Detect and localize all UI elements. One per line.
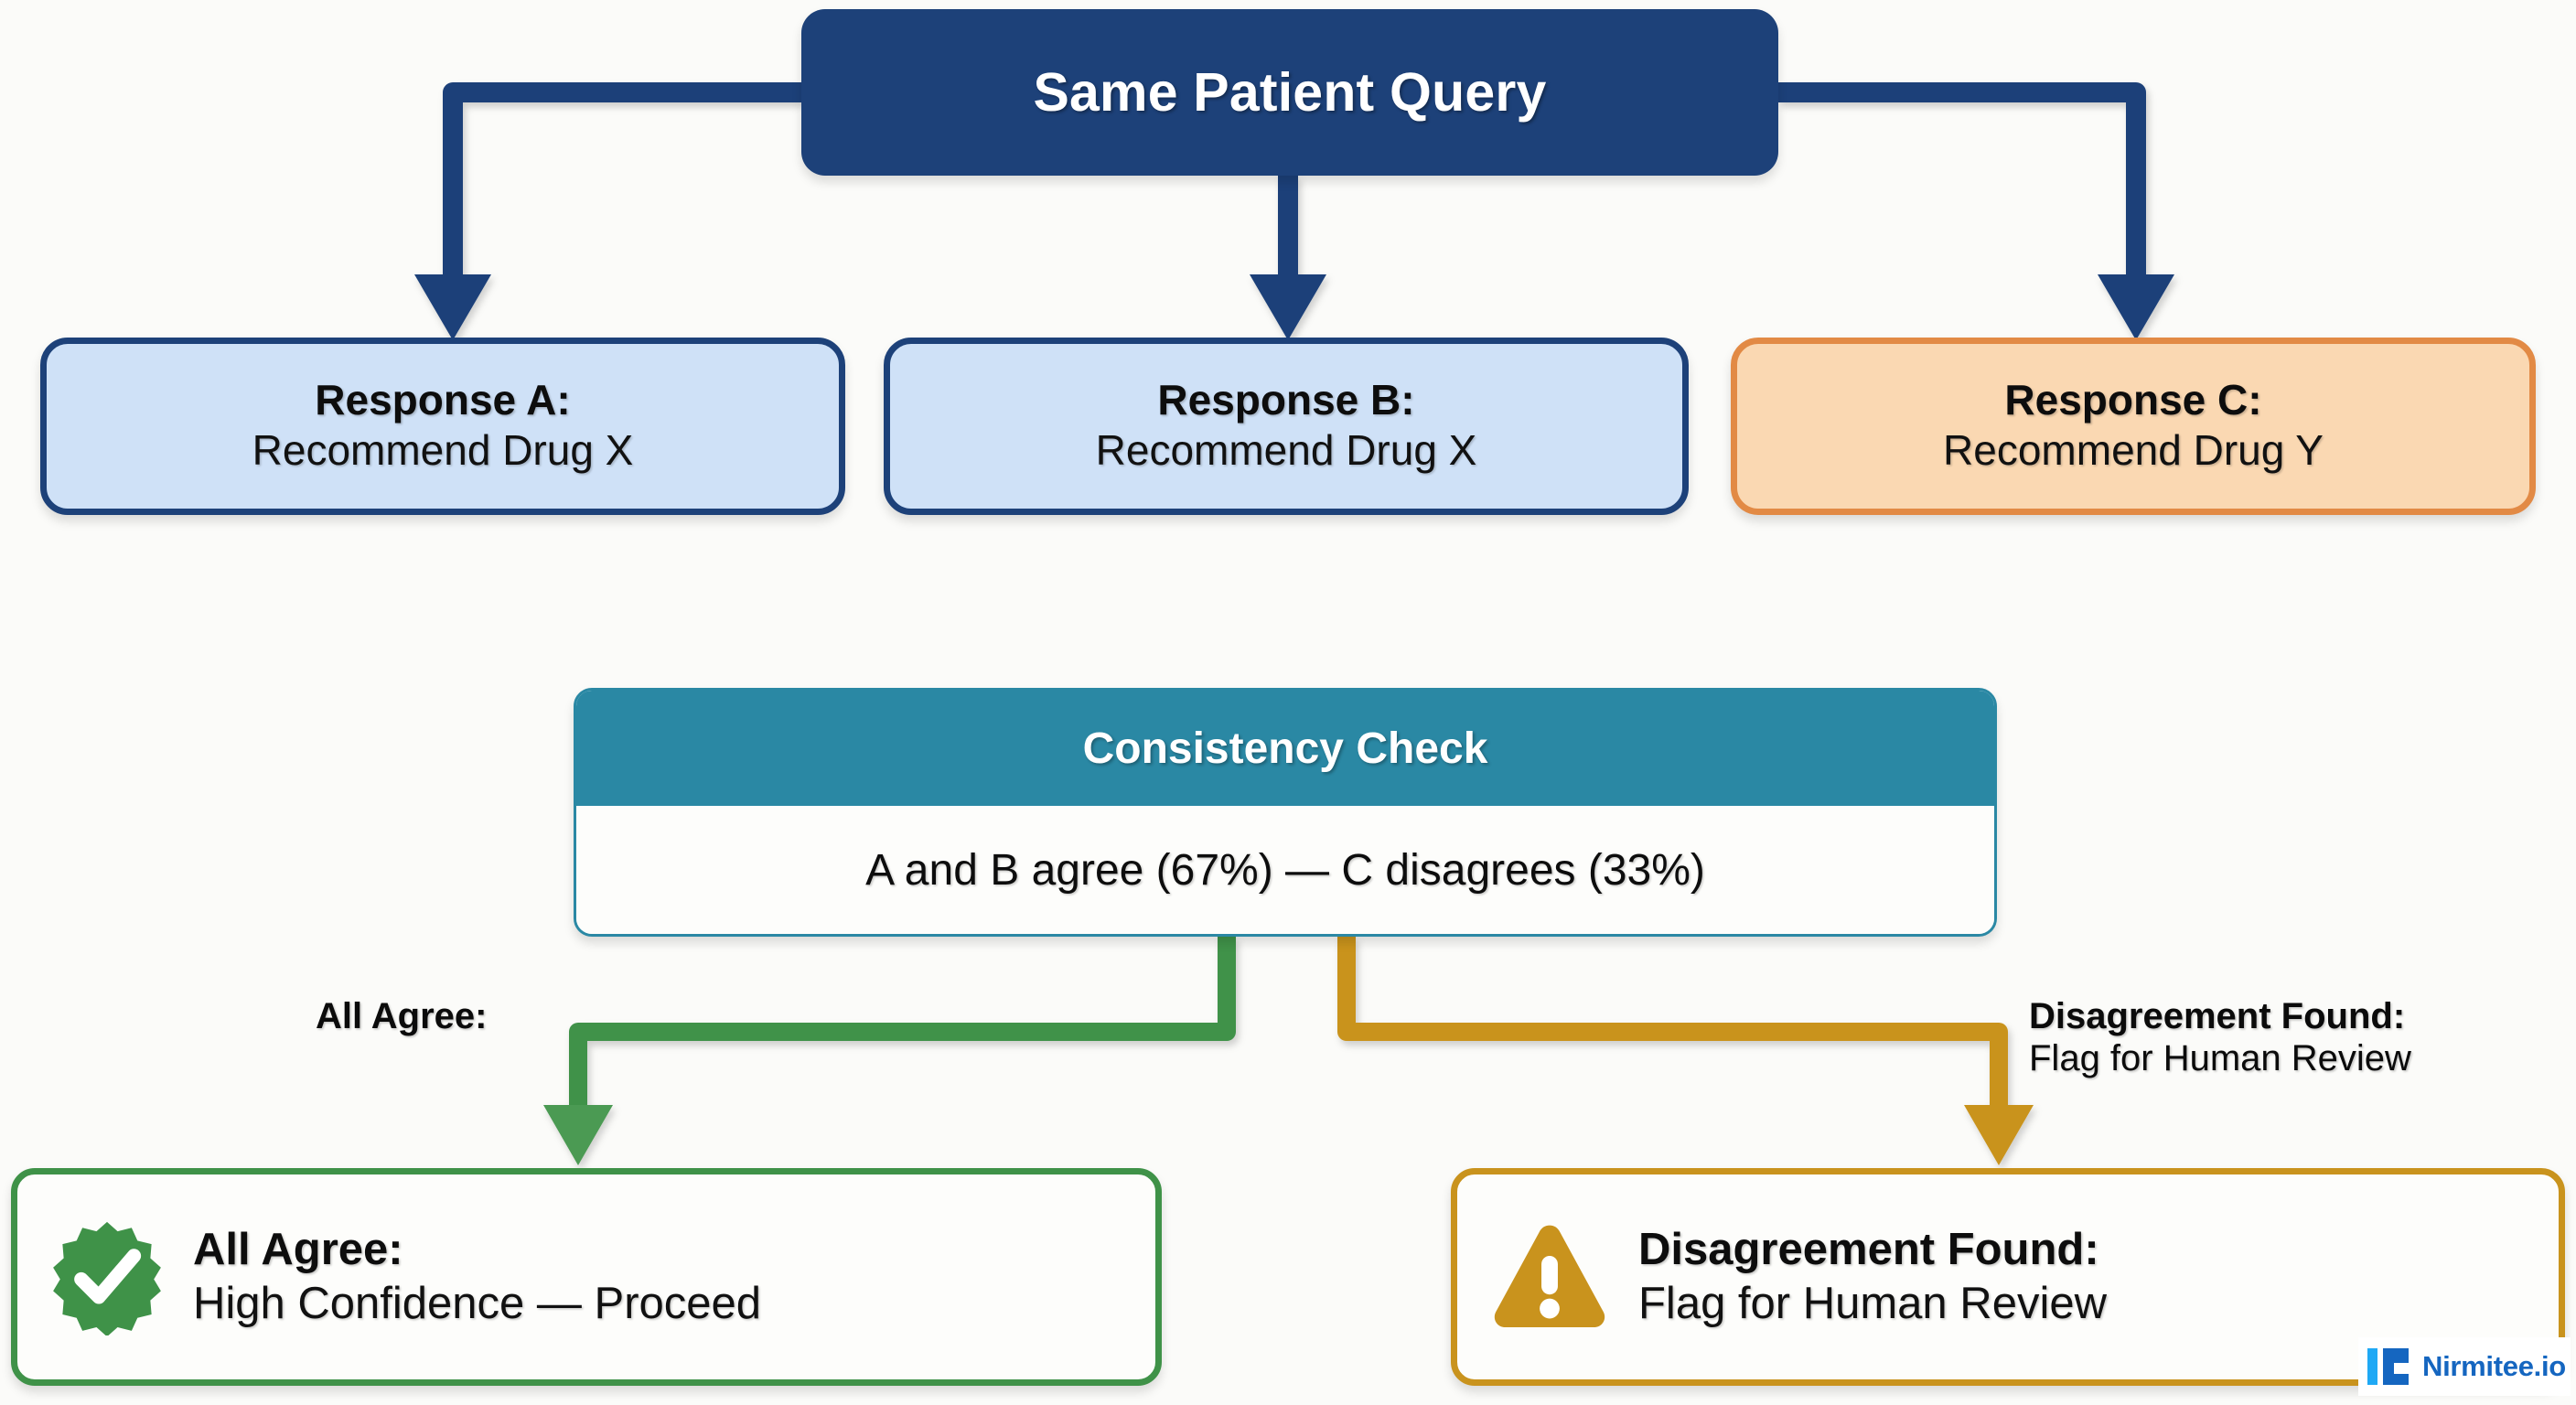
branch-label-all-agree-bold: All Agree:: [316, 996, 488, 1036]
response-c-title: Response C:: [2004, 376, 2262, 424]
outcome-disagreement-title: Disagreement Found:: [1638, 1224, 2099, 1274]
nirmitee-logo-icon: [2366, 1345, 2413, 1389]
root-node-label: Same Patient Query: [1033, 62, 1547, 123]
check-badge-icon: [48, 1218, 166, 1337]
connector-root-to-response-b: [1250, 176, 1326, 340]
consistency-check-node[interactable]: Consistency Check A and B agree (67%) — …: [574, 688, 1997, 937]
response-a-detail: Recommend Drug X: [252, 426, 634, 475]
outcome-all-agree-detail: High Confidence — Proceed: [193, 1278, 762, 1328]
branch-label-disagreement-rest: Flag for Human Review: [2029, 1038, 2411, 1079]
outcome-disagreement-detail: Flag for Human Review: [1638, 1278, 2107, 1328]
outcome-all-agree-title: All Agree:: [193, 1224, 403, 1274]
brand-name: Nirmitee.io: [2422, 1350, 2566, 1382]
outcome-node-all-agree[interactable]: All Agree: High Confidence — Proceed: [11, 1168, 1162, 1386]
connector-consistency-to-disagreement: [1337, 937, 2034, 1165]
response-node-b[interactable]: Response B: Recommend Drug X: [884, 338, 1689, 515]
response-node-a[interactable]: Response A: Recommend Drug X: [40, 338, 845, 515]
branch-label-disagreement-bold: Disagreement Found:: [2029, 996, 2406, 1036]
response-c-detail: Recommend Drug Y: [1943, 426, 2324, 475]
root-node-same-patient-query[interactable]: Same Patient Query: [801, 9, 1778, 176]
response-node-c[interactable]: Response C: Recommend Drug Y: [1731, 338, 2536, 515]
consistency-check-result: A and B agree (67%) — C disagrees (33%): [576, 806, 1994, 934]
connector-root-to-response-a: [414, 82, 801, 340]
consistency-check-header: Consistency Check: [576, 691, 1994, 806]
branch-label-disagreement: Disagreement Found: Flag for Human Revie…: [2029, 995, 2411, 1080]
branch-label-all-agree: All Agree:: [316, 995, 487, 1037]
connector-root-to-response-c: [1778, 82, 2174, 340]
warning-triangle-icon: [1488, 1218, 1611, 1335]
response-b-title: Response B:: [1157, 376, 1415, 424]
connector-consistency-to-all-agree: [543, 937, 1236, 1165]
response-a-title: Response A:: [315, 376, 571, 424]
brand-watermark: Nirmitee.io: [2358, 1337, 2571, 1396]
response-b-detail: Recommend Drug X: [1095, 426, 1477, 475]
